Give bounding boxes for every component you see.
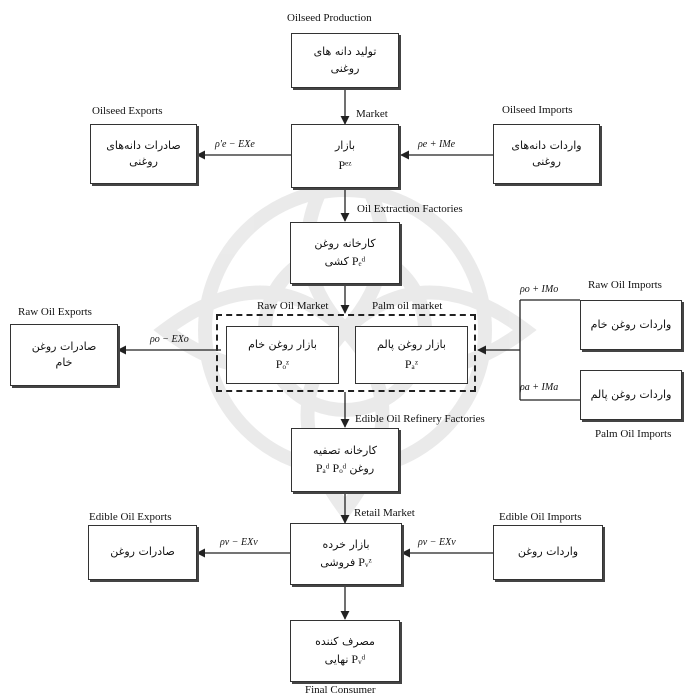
box-oil-extraction: کارخانه روغن کشی Pₑᵈ xyxy=(290,222,400,284)
label-palm-oil-market: Palm oil market xyxy=(372,300,443,312)
equation-edible-import: ρv − EXv xyxy=(418,537,456,548)
box-text: تولید دانه های xyxy=(313,45,377,58)
market-group-dashed xyxy=(216,314,476,392)
box-edible-oil-exports: صادرات روغن xyxy=(88,525,197,580)
box-text: نهایی xyxy=(324,653,349,666)
box-raw-oil-exports: صادرات روغن خام xyxy=(10,324,118,386)
label-edible-refinery: Edible Oil Refinery Factories xyxy=(355,413,485,425)
equation-palm-oil-import: ρa + IMa xyxy=(520,382,559,393)
box-palm-oil-imports: واردات روغن پالم xyxy=(580,370,682,420)
label-oilseed-exports: Oilseed Exports xyxy=(92,105,163,117)
box-text-row: Pₐᵈ Pₒᵈ روغن xyxy=(316,459,374,478)
box-text: بازار روغن خام xyxy=(248,337,317,351)
box-oilseed-imports: واردات دانه‌های روغنی xyxy=(493,124,600,184)
box-text: بازار روغن پالم xyxy=(377,337,446,351)
box-text: بازار خرده xyxy=(322,537,370,551)
box-oilseed-production: تولید دانه های روغنی xyxy=(291,33,399,88)
box-text: واردات روغن xyxy=(517,545,579,559)
label-oilseed-production: Oilseed Production xyxy=(287,12,372,24)
box-text: فروشی xyxy=(320,556,356,569)
box-text: مصرف کننده xyxy=(315,634,375,648)
label-final-consumer: Final Consumer xyxy=(305,684,376,696)
box-text: صادرات دانه‌های xyxy=(106,138,181,152)
box-symbol: Pₐᶻ xyxy=(404,357,419,372)
box-text: روغن xyxy=(349,462,375,475)
box-final-consumer: مصرف کننده نهایی Pᵥᵈ xyxy=(290,620,400,682)
label-raw-oil-imports: Raw Oil Imports xyxy=(588,279,662,291)
equation-edible-export: ρv − EXv xyxy=(220,537,258,548)
box-market: بازار Pᵉᶻ xyxy=(291,124,399,188)
box-text: خام xyxy=(55,356,73,369)
box-symbol: Pᵉᶻ xyxy=(338,158,352,173)
box-raw-oil-imports: واردات روغن خام xyxy=(580,300,682,350)
box-text: واردات دانه‌های xyxy=(511,138,582,152)
box-palm-oil-market: بازار روغن پالم Pₐᶻ xyxy=(355,326,468,384)
box-text: بازار xyxy=(334,138,356,152)
box-oilseed-exports: صادرات دانه‌های روغنی xyxy=(90,124,197,184)
box-symbol: Pₑᵈ xyxy=(351,254,366,268)
label-oil-extraction: Oil Extraction Factories xyxy=(357,203,463,215)
equation-oilseed-export: ρ′e − EXe xyxy=(215,139,255,150)
equation-raw-oil-export: ρo − EXo xyxy=(150,334,189,345)
box-text: کشی xyxy=(324,255,349,268)
box-raw-oil-market: بازار روغن خام Pₒᶻ xyxy=(226,326,339,384)
box-symbol: Pᵥᶻ xyxy=(358,555,372,569)
box-symbol: Pₒᶻ xyxy=(275,357,290,372)
equation-oilseed-import: ρe + IMe xyxy=(418,139,456,150)
label-oilseed-imports: Oilseed Imports xyxy=(502,104,573,116)
label-market: Market xyxy=(356,108,388,120)
box-text: روغنی xyxy=(330,61,360,75)
box-text: کارخانه روغن xyxy=(314,236,376,250)
box-text: روغنی xyxy=(129,155,158,168)
label-raw-oil-exports: Raw Oil Exports xyxy=(18,306,92,318)
label-raw-oil-market: Raw Oil Market xyxy=(257,300,329,312)
box-symbol: Pᵥᵈ xyxy=(351,652,366,666)
label-edible-oil-imports: Edible Oil Imports xyxy=(499,511,582,523)
label-palm-oil-imports: Palm Oil Imports xyxy=(595,428,672,440)
box-text: صادرات روغن xyxy=(110,545,175,559)
box-text: واردات روغن پالم xyxy=(590,387,672,401)
label-edible-oil-exports: Edible Oil Exports xyxy=(89,511,172,523)
box-text-row: کشی Pₑᵈ xyxy=(325,252,366,271)
box-text: واردات روغن خام xyxy=(590,317,672,331)
box-refinery: کارخانه تصفیه Pₐᵈ Pₒᵈ روغن xyxy=(291,428,399,492)
box-retail: بازار خرده فروشی Pᵥᶻ xyxy=(290,523,402,585)
box-text-row: فروشی Pᵥᶻ xyxy=(320,553,372,572)
box-text: روغنی xyxy=(532,155,561,168)
box-text: کارخانه تصفیه xyxy=(313,443,377,457)
box-symbol: Pₐᵈ Pₒᵈ xyxy=(315,461,347,475)
box-text-row: نهایی Pᵥᵈ xyxy=(325,650,366,669)
box-text: صادرات روغن xyxy=(31,339,97,353)
equation-raw-oil-import: ρo + IMo xyxy=(520,284,559,295)
label-retail-market: Retail Market xyxy=(354,507,415,519)
box-edible-oil-imports: واردات روغن xyxy=(493,525,603,580)
